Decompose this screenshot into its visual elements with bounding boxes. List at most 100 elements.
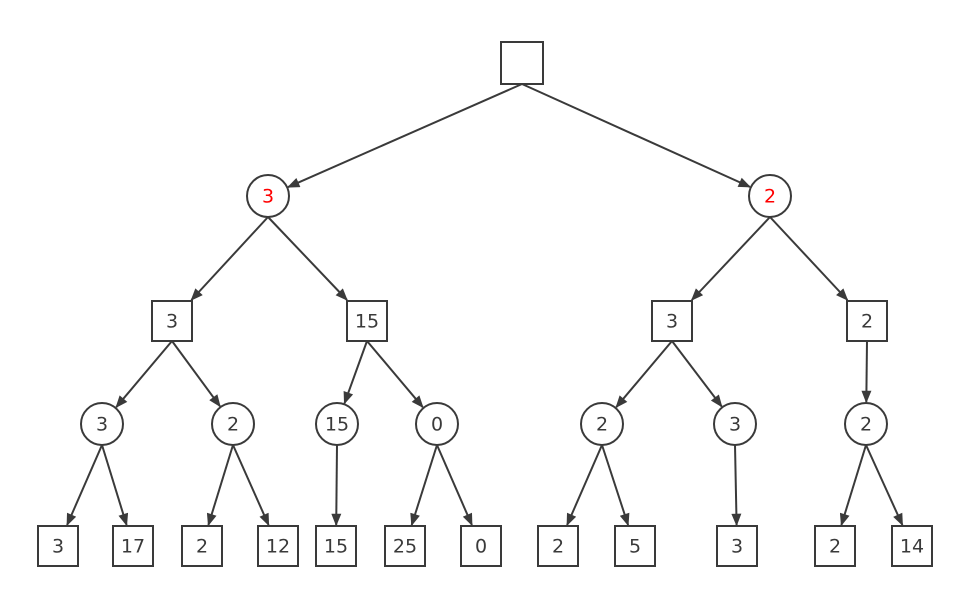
node-label: 2 <box>860 414 872 436</box>
tree-node-L5-10: 3 <box>716 525 758 567</box>
square-node-shape <box>151 300 193 342</box>
node-label: 3 <box>166 311 178 333</box>
tree-node-L4-5: 2 <box>580 402 624 446</box>
square-node-shape <box>460 525 502 567</box>
edge-root-to-L2-right <box>521 83 752 188</box>
edge-L4-2-to-L5-3 <box>206 444 234 527</box>
tree-node-L4-6: 3 <box>713 402 757 446</box>
edge-L4-7-to-L5-11 <box>839 444 867 527</box>
edge-L4-4-to-L5-6 <box>410 444 438 527</box>
square-node-shape <box>315 525 357 567</box>
edge-L3-2-to-L4-4 <box>366 340 424 409</box>
tree-node-L3-3: 3 <box>651 300 693 342</box>
tree-node-L5-6: 25 <box>384 525 426 567</box>
square-node-shape <box>112 525 154 567</box>
tree-node-L5-9: 5 <box>614 525 656 567</box>
node-label: 2 <box>861 311 873 333</box>
node-label: 14 <box>900 536 924 558</box>
tree-node-L2-left: 3 <box>246 174 290 218</box>
tree-node-L5-11: 2 <box>814 525 856 567</box>
edge-L2-left-to-L3-2 <box>267 216 348 301</box>
edge-L2-left-to-L3-1 <box>190 216 269 301</box>
tree-node-L5-7: 0 <box>460 525 502 567</box>
node-label: 2 <box>829 536 841 558</box>
tree-node-L5-1: 3 <box>37 525 79 567</box>
tree-node-L4-2: 2 <box>211 402 255 446</box>
node-label: 3 <box>262 186 274 208</box>
node-label: 2 <box>764 186 776 208</box>
edge-L4-3-to-L5-5 <box>331 444 342 527</box>
circle-node-shape <box>246 174 290 218</box>
square-node-shape <box>500 41 544 85</box>
edge-L3-1-to-L4-1 <box>115 340 173 409</box>
circle-node-shape <box>713 402 757 446</box>
edge-L3-1-to-L4-2 <box>171 340 221 408</box>
circle-node-shape <box>748 174 792 218</box>
edge-L4-2-to-L5-4 <box>232 444 270 527</box>
tree-node-L5-8: 2 <box>537 525 579 567</box>
square-node-shape <box>846 300 888 342</box>
node-label: 3 <box>666 311 678 333</box>
tree-node-L3-1: 3 <box>151 300 193 342</box>
square-node-shape <box>346 300 388 342</box>
tree-node-L4-7: 2 <box>844 402 888 446</box>
node-label: 3 <box>731 536 743 558</box>
edge-L3-4-to-L4-7 <box>861 340 872 404</box>
node-label: 2 <box>227 414 239 436</box>
square-node-shape <box>181 525 223 567</box>
node-label: 12 <box>266 536 290 558</box>
tree-node-L4-3: 15 <box>315 402 359 446</box>
node-label: 2 <box>596 414 608 436</box>
square-node-shape <box>384 525 426 567</box>
tree-node-L5-3: 2 <box>181 525 223 567</box>
tree-node-L5-12: 14 <box>891 525 933 567</box>
edge-L3-3-to-L4-6 <box>671 340 723 408</box>
node-label: 15 <box>325 414 349 436</box>
edge-L4-5-to-L5-8 <box>566 444 603 527</box>
node-label: 3 <box>96 414 108 436</box>
node-label: 15 <box>355 311 379 333</box>
circle-node-shape <box>211 402 255 446</box>
tree-edges <box>66 83 904 527</box>
node-label: 15 <box>324 536 348 558</box>
square-node-shape <box>614 525 656 567</box>
tree-node-root <box>500 41 544 85</box>
edge-L4-6-to-L5-10 <box>731 444 742 527</box>
tree-node-L4-4: 0 <box>415 402 459 446</box>
square-node-shape <box>537 525 579 567</box>
node-label: 5 <box>629 536 641 558</box>
node-label: 17 <box>121 536 145 558</box>
tree-node-L3-2: 15 <box>346 300 388 342</box>
circle-node-shape <box>415 402 459 446</box>
node-label: 2 <box>552 536 564 558</box>
circle-node-shape <box>315 402 359 446</box>
tree-node-L5-4: 12 <box>257 525 299 567</box>
circle-node-shape <box>844 402 888 446</box>
edge-L4-4-to-L5-7 <box>436 444 473 527</box>
node-label: 3 <box>729 414 741 436</box>
edge-L4-7-to-L5-12 <box>865 444 904 527</box>
square-node-shape <box>37 525 79 567</box>
square-node-shape <box>716 525 758 567</box>
edge-L3-3-to-L4-5 <box>615 340 673 409</box>
square-node-shape <box>257 525 299 567</box>
square-node-shape <box>651 300 693 342</box>
node-label: 2 <box>196 536 208 558</box>
edge-L4-1-to-L5-1 <box>66 444 103 527</box>
tree-node-L5-5: 15 <box>315 525 357 567</box>
node-label: 25 <box>393 536 417 558</box>
square-node-shape <box>814 525 856 567</box>
square-node-shape <box>891 525 933 567</box>
node-label: 3 <box>52 536 64 558</box>
tree-node-L3-4: 2 <box>846 300 888 342</box>
node-label: 0 <box>475 536 487 558</box>
edge-L2-right-to-L3-3 <box>690 216 771 301</box>
node-label: 0 <box>431 414 443 436</box>
tree-node-L5-2: 17 <box>112 525 154 567</box>
circle-node-shape <box>580 402 624 446</box>
tree-node-L4-1: 3 <box>80 402 124 446</box>
edge-L3-2-to-L4-3 <box>343 340 368 405</box>
edge-root-to-L2-left <box>286 83 523 189</box>
